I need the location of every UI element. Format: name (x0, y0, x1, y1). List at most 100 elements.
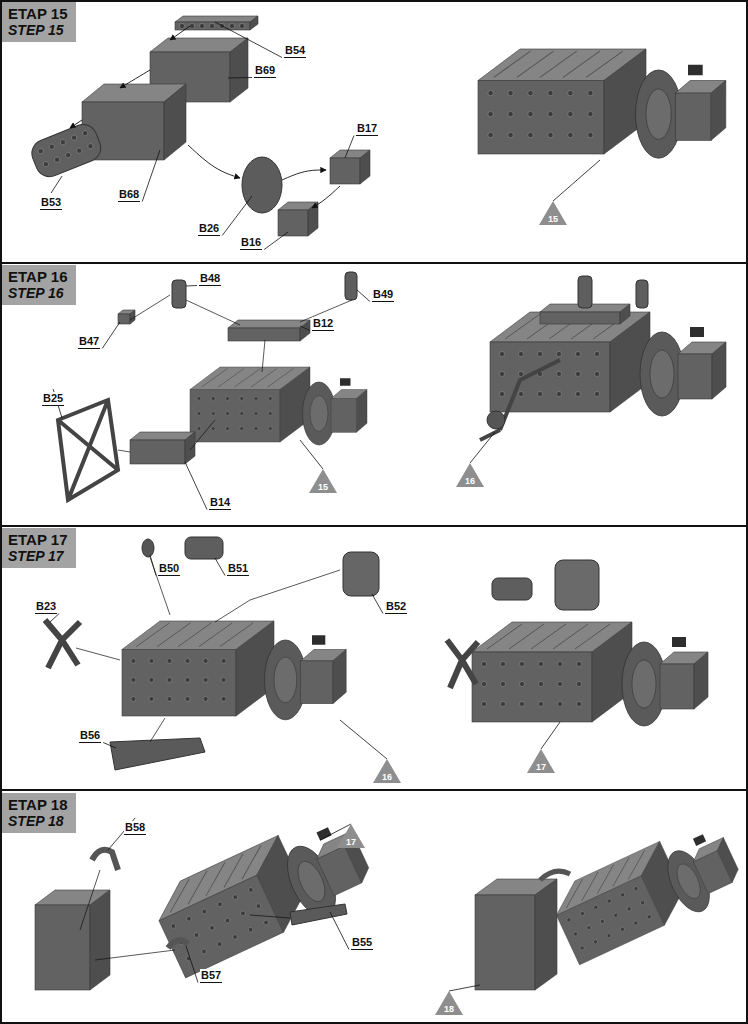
part-label: B51 (227, 562, 249, 576)
bolt (268, 412, 272, 416)
bolt (240, 412, 244, 416)
rib (509, 624, 544, 649)
bolt (189, 23, 194, 28)
bolt (193, 932, 199, 938)
fan-blades (447, 640, 478, 688)
bolt (594, 371, 599, 376)
leader-line (330, 912, 349, 950)
bolt (229, 23, 234, 28)
leader-line (150, 555, 156, 576)
gearbox-front (301, 661, 333, 704)
leader-line (103, 743, 116, 749)
bolt (528, 90, 533, 95)
fit-line (215, 570, 340, 622)
part-disc (142, 539, 154, 557)
bolt (60, 139, 67, 146)
bolt (254, 427, 258, 431)
bolt (557, 701, 562, 706)
part-manifold (290, 904, 347, 925)
gearbox-hole (340, 378, 351, 386)
leader-line (372, 594, 383, 614)
rib (586, 51, 623, 77)
bolt (576, 681, 581, 686)
part-block-front (278, 210, 308, 236)
leader-line (185, 462, 207, 510)
part-cylinder (172, 280, 186, 308)
part-cylinder (636, 280, 648, 308)
bolt (248, 887, 254, 893)
gearbox-side (357, 390, 368, 433)
step-subtitle: STEP 18 (8, 813, 67, 829)
part-bracket-side (620, 304, 630, 324)
bolt (538, 701, 543, 706)
fit-line (118, 450, 130, 452)
bolt (37, 148, 44, 155)
gearbox-front (675, 93, 711, 140)
engine-figure (547, 816, 748, 967)
part-label: B50 (158, 562, 180, 576)
fit-line (150, 718, 165, 742)
bolt (508, 111, 513, 116)
bolt (232, 894, 238, 900)
step-subtitle: STEP 17 (8, 548, 67, 564)
bolt (594, 391, 599, 396)
bolt (537, 351, 542, 356)
callout-leader (470, 432, 495, 463)
rib (553, 624, 588, 649)
assembly-arrow (312, 186, 340, 208)
step-header: ETAP 16STEP 16 (2, 265, 76, 305)
assembly-arrow (170, 26, 190, 40)
bolt (588, 132, 593, 137)
bolt (537, 391, 542, 396)
bolt (573, 931, 578, 936)
bolt (556, 371, 561, 376)
step-title: ETAP 17 (8, 531, 67, 548)
bolt (627, 906, 632, 911)
bolt (580, 911, 585, 916)
bolt (82, 130, 89, 137)
bolt (221, 696, 226, 701)
bolt (201, 908, 207, 914)
bolt (197, 397, 201, 401)
rib (136, 623, 169, 647)
bolt (217, 901, 223, 907)
bolt (568, 132, 573, 137)
triangle-shape (309, 469, 337, 493)
part-cylinder (28, 120, 105, 181)
bolt (508, 132, 513, 137)
step-subtitle: STEP 15 (8, 22, 67, 38)
rib (234, 369, 260, 388)
part-pump-front (130, 440, 185, 464)
bolt (216, 941, 222, 947)
bolt (232, 934, 238, 940)
part-bracket-front (228, 328, 300, 341)
leader-line (357, 290, 370, 302)
bolt (556, 391, 561, 396)
part-label: B25 (42, 392, 64, 406)
bolt (240, 397, 244, 401)
rib (575, 624, 610, 649)
part-cylinder (345, 272, 357, 300)
rib (494, 51, 531, 77)
panel-divider (0, 789, 748, 791)
gearbox-hole (672, 637, 686, 647)
bolt (43, 161, 50, 168)
bolt (620, 892, 625, 897)
part-label: B26 (198, 222, 220, 236)
engine-block-front (472, 652, 592, 722)
leader-line (215, 558, 225, 576)
callout-leader (300, 440, 323, 469)
step-header: ETAP 17STEP 17 (2, 528, 76, 568)
bolt (640, 900, 645, 905)
bolt (263, 919, 269, 925)
callout-triangle: 16 (372, 758, 402, 784)
part-label: B56 (79, 729, 101, 743)
callout-number: 16 (455, 476, 485, 486)
rib (220, 623, 253, 647)
bolt (203, 658, 208, 663)
rib (505, 314, 540, 339)
triangle-shape (337, 824, 365, 848)
bolt (209, 23, 214, 28)
step-title: ETAP 16 (8, 268, 67, 285)
